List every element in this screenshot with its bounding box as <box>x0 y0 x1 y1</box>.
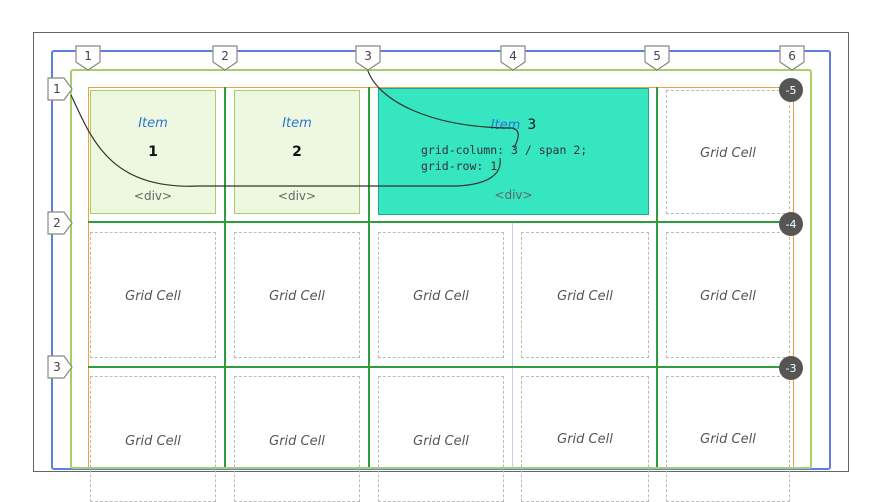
grid-line-horizontal <box>88 366 794 368</box>
column-line-number: 2 <box>221 49 229 63</box>
div-tag: <div> <box>277 189 317 203</box>
item-number: 2 <box>292 144 302 160</box>
connector-curve <box>366 67 519 149</box>
row-line-number: 1 <box>53 82 61 96</box>
item-number: 3 <box>527 117 537 133</box>
grid-cell-label: Grid Cell <box>700 289 756 304</box>
grid-cell-label: Grid Cell <box>413 434 469 449</box>
item-number: 1 <box>148 144 158 160</box>
column-line-badge: 4 <box>500 45 526 71</box>
column-line-badge: 5 <box>644 45 670 71</box>
overlay-layer: 1 2 3 4 5 6 1 2 <box>47 45 805 380</box>
item-word: Item <box>490 118 521 133</box>
row-line-number: 2 <box>53 216 61 230</box>
negative-row-line-badge: -3 <box>779 356 803 380</box>
grid-cell-r2c1: Grid Cell <box>90 232 216 358</box>
connector-curve <box>70 94 501 187</box>
grid-cell-label: Grid Cell <box>125 289 181 304</box>
grid-cell-r1c5: Grid Cell <box>666 90 790 214</box>
grid-cell-label: Grid Cell <box>413 289 469 304</box>
column-line-badge: 2 <box>212 45 238 71</box>
column-line-badge: 6 <box>779 45 805 71</box>
grid-line-vertical <box>224 87 226 467</box>
grid-line-vertical <box>656 87 658 467</box>
column-line-badge: 1 <box>75 45 101 71</box>
grid-cell-label: Grid Cell <box>269 289 325 304</box>
grid-cell-label: Grid Cell <box>557 432 613 447</box>
grid-inspector-diagram: Grid Cell Grid Cell Grid Cell Grid Cell … <box>33 32 849 502</box>
div-tag: <div> <box>494 188 533 202</box>
grid-cell-label: Grid Cell <box>125 434 181 449</box>
div-tag: <div> <box>133 189 173 203</box>
row-line-badge: 3 <box>47 355 73 379</box>
row-line-number: 3 <box>53 360 61 374</box>
negative-row-line-badge: -4 <box>779 212 803 236</box>
grid-cell-label: Grid Cell <box>700 146 756 161</box>
grid-cell-r2c3: Grid Cell <box>378 232 504 358</box>
grid-area-border <box>88 87 794 467</box>
grid-cell-r2c5: Grid Cell <box>666 232 790 358</box>
negative-row-number: -3 <box>786 362 797 375</box>
column-line-number: 6 <box>788 49 796 63</box>
negative-row-number: -4 <box>786 218 797 231</box>
row-line-badge: 1 <box>47 77 73 101</box>
grid-item-2[interactable]: Item 2 <div> <box>234 90 360 214</box>
column-line-number: 3 <box>364 49 372 63</box>
grid-line-horizontal <box>88 221 794 223</box>
item-heading: Item 3 <box>379 114 648 133</box>
grid-cell-r2c2: Grid Cell <box>234 232 360 358</box>
grid-cell-label: Grid Cell <box>700 432 756 447</box>
grid-line-vertical <box>368 87 370 467</box>
grid-item-3[interactable]: Item 3 grid-column: 3 / span 2; grid-row… <box>378 88 649 215</box>
row-line-badge: 2 <box>47 211 73 235</box>
negative-row-number: -5 <box>786 84 797 97</box>
grid-cell-r2c4: Grid Cell <box>521 232 649 358</box>
grid-line-vertical <box>512 222 513 467</box>
column-line-number: 5 <box>653 49 661 63</box>
item-word: Item <box>282 116 312 131</box>
column-line-number: 1 <box>84 49 92 63</box>
item-word: Item <box>138 116 168 131</box>
grid-item-1[interactable]: Item 1 <div> <box>90 90 216 214</box>
column-line-badge: 3 <box>355 45 381 71</box>
grid-cell-label: Grid Cell <box>269 434 325 449</box>
grid-cell-label: Grid Cell <box>557 289 613 304</box>
item-css-code: grid-column: 3 / span 2; grid-row: 1 <box>421 143 588 173</box>
negative-row-line-badge: -5 <box>779 78 803 102</box>
column-line-number: 4 <box>509 49 517 63</box>
